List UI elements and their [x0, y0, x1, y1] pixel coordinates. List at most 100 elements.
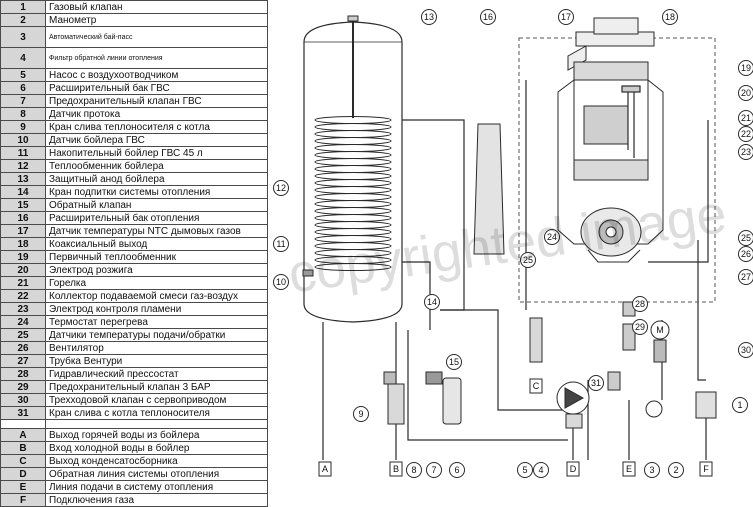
legend-number: E	[1, 481, 46, 494]
legend-number: 10	[1, 134, 46, 147]
port-letter: B	[393, 464, 399, 474]
legend-number: 31	[1, 407, 46, 420]
port-letter: A	[322, 464, 328, 474]
callout-number: 26	[741, 249, 751, 259]
legend-number: 21	[1, 277, 46, 290]
callout-number: 30	[741, 345, 751, 355]
callout-number: 25	[741, 233, 751, 243]
legend-label: Линия подачи в систему отопления	[46, 481, 268, 494]
legend-label: Теплообменник бойлера	[46, 160, 268, 173]
condensate-trap	[530, 318, 542, 362]
legend-label: Датчик бойлера ГВС	[46, 134, 268, 147]
callout-18: 18	[663, 10, 678, 25]
callout-9: 9	[354, 407, 369, 422]
callout-30: 30	[739, 343, 753, 358]
callout-1: 1	[733, 398, 748, 413]
legend-label: Газовый клапан	[46, 1, 268, 14]
legend-number: 25	[1, 329, 46, 342]
legend-label: Автоматический бай-пасс	[46, 27, 268, 48]
callout-14: 14	[425, 295, 440, 310]
callout-31: 31	[589, 376, 604, 391]
legend-label: Расширительный бак отопления	[46, 212, 268, 225]
legend-number: 15	[1, 199, 46, 212]
legend-number: 22	[1, 290, 46, 303]
callout-number: 14	[427, 297, 437, 307]
legend-label: Термостат перегрева	[46, 316, 268, 329]
legend-label: Вентилятор	[46, 342, 268, 355]
callout-27: 27	[739, 270, 753, 285]
callout-number: 21	[741, 113, 751, 123]
legend-label: Коллектор подаваемой смеси газ-воздух	[46, 290, 268, 303]
legend-number: 2	[1, 14, 46, 27]
callout-number: 3	[649, 465, 654, 475]
legend-number: 5	[1, 69, 46, 82]
callout-number: 12	[276, 183, 286, 193]
callout-number: 27	[741, 272, 751, 282]
legend-number: B	[1, 442, 46, 455]
callout-23: 23	[739, 145, 753, 160]
legend-label: Гидравлический прессостат	[46, 368, 268, 381]
callout-8: 8	[407, 463, 422, 478]
legend-label: Защитный анод бойлера	[46, 173, 268, 186]
callout-13: 13	[422, 10, 437, 25]
callout-number: 2	[673, 465, 678, 475]
legend-label: Выход горячей воды из бойлера	[46, 429, 268, 442]
callout-number: 16	[483, 12, 493, 22]
legend-number: F	[1, 494, 46, 507]
legend-label: Накопительный бойлер ГВС 45 л	[46, 147, 268, 160]
callout-number: 7	[431, 465, 436, 475]
port-A: A	[319, 462, 331, 476]
legend-label: Выход конденсатосборника	[46, 455, 268, 468]
callout-number: 6	[454, 465, 459, 475]
legend-number: D	[1, 468, 46, 481]
legend-label: Электрод контроля пламени	[46, 303, 268, 316]
legend-label: Манометр	[46, 14, 268, 27]
legend-number: 24	[1, 316, 46, 329]
callout-20: 20	[739, 86, 753, 101]
legend-number: 14	[1, 186, 46, 199]
callout-number: 18	[665, 12, 675, 22]
legend-label: Первичный теплообменник	[46, 251, 268, 264]
legend-number: 12	[1, 160, 46, 173]
callout-25: 25	[739, 231, 753, 246]
legend-number: 29	[1, 381, 46, 394]
legend-label: Коаксиальный выход	[46, 238, 268, 251]
legend-number: 9	[1, 121, 46, 134]
legend-number: 30	[1, 394, 46, 407]
legend-number: 17	[1, 225, 46, 238]
legend-label: Датчики температуры подачи/обратки	[46, 329, 268, 342]
callout-21: 21	[739, 111, 753, 126]
legend-number: 8	[1, 108, 46, 121]
callout-4: 4	[534, 463, 549, 478]
dhw-components	[384, 372, 461, 424]
legend-number: 16	[1, 212, 46, 225]
port-B: B	[390, 462, 402, 476]
callout-number: 20	[741, 88, 751, 98]
legend-gap	[1, 420, 268, 429]
callout-28: 28	[633, 297, 648, 312]
legend-label: Обратная линия системы отопления	[46, 468, 268, 481]
legend-number: 11	[1, 147, 46, 160]
